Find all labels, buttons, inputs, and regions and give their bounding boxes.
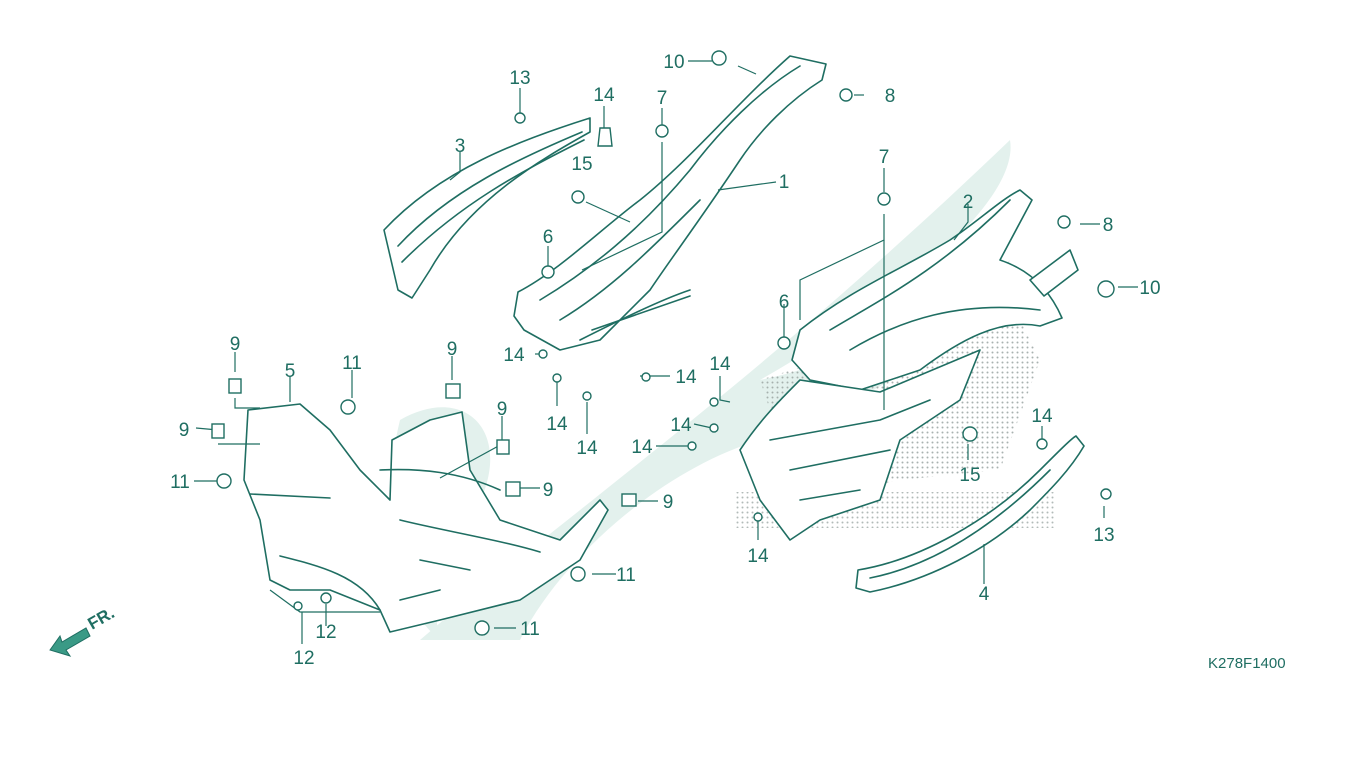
- screw-14-icon: [709, 423, 719, 433]
- callout-14: 14: [631, 437, 653, 458]
- nut-9-icon: [228, 378, 242, 394]
- callout-12: 12: [293, 648, 314, 669]
- bolt-11-icon: [570, 566, 586, 582]
- front-direction-label: FR.: [85, 603, 118, 633]
- callout-4: 4: [979, 584, 990, 605]
- clip-7-icon: [655, 124, 669, 138]
- callout-14: 14: [503, 345, 525, 366]
- part-1-floor-side-cover-left: [513, 55, 827, 351]
- callout-14: 14: [709, 354, 731, 375]
- front-direction-arrow-icon: [49, 627, 91, 657]
- callout-8: 8: [1103, 215, 1114, 236]
- bolt-10-icon: [1097, 280, 1115, 298]
- screw-14-icon: [709, 397, 719, 407]
- leader-lines: [194, 60, 1138, 644]
- floor-tray: [739, 349, 981, 541]
- callout-5: 5: [285, 361, 296, 382]
- callout-7: 7: [879, 147, 890, 168]
- screw-14-icon: [552, 373, 562, 383]
- callout-9: 9: [663, 492, 674, 513]
- callout-2: 2: [963, 192, 974, 213]
- clip-8-icon: [839, 88, 853, 102]
- part-2-floor-side-cover-right: [791, 189, 1079, 391]
- screw-14-icon: [687, 441, 697, 451]
- screw-14-icon: [1036, 438, 1048, 450]
- callout-6: 6: [543, 227, 554, 248]
- screw-12-icon: [293, 601, 303, 611]
- callout-11: 11: [170, 472, 190, 493]
- nut-9-icon: [211, 423, 225, 439]
- screw-14-icon: [753, 512, 763, 522]
- callout-1: 1: [779, 172, 790, 193]
- callout-3: 3: [455, 136, 466, 157]
- callout-12: 12: [315, 622, 336, 643]
- part-5-front-lower-cover: [243, 403, 609, 633]
- callout-15: 15: [959, 465, 980, 486]
- fasteners: [211, 50, 1115, 636]
- callout-11: 11: [616, 565, 636, 586]
- callout-13: 13: [1093, 525, 1114, 546]
- callout-14: 14: [670, 415, 692, 436]
- bolt-11-icon: [216, 473, 232, 489]
- callout-15: 15: [571, 154, 592, 175]
- callout-10: 10: [1139, 278, 1160, 299]
- callout-7: 7: [657, 88, 668, 109]
- callout-13: 13: [509, 68, 530, 89]
- nut-9-icon: [445, 383, 461, 399]
- bolt-15-icon: [962, 426, 978, 442]
- callout-14: 14: [1031, 406, 1053, 427]
- screw-14-icon: [641, 372, 651, 382]
- callout-14: 14: [593, 85, 615, 106]
- part-3-side-strip: [383, 117, 591, 299]
- callout-14: 14: [747, 546, 769, 567]
- bolt-10-icon: [711, 50, 727, 66]
- callout-11: 11: [520, 619, 540, 640]
- bolt-15-icon: [571, 190, 585, 204]
- screw-12-icon: [320, 592, 332, 604]
- screw-13-icon: [1100, 488, 1112, 500]
- callout-9: 9: [543, 480, 554, 501]
- nut-9-icon: [496, 439, 510, 455]
- callout-8: 8: [885, 86, 896, 107]
- clip-8-icon: [1057, 215, 1071, 229]
- bolt-11-icon: [340, 399, 356, 415]
- clip-7-icon: [877, 192, 891, 206]
- callout-9: 9: [447, 339, 458, 360]
- screw-13-icon: [514, 112, 526, 124]
- clip-14-icon: [597, 127, 613, 147]
- part-4-lower-rail: [855, 435, 1085, 593]
- nut-9-icon: [621, 493, 637, 507]
- callout-14: 14: [546, 414, 568, 435]
- callout-9: 9: [230, 334, 241, 355]
- clip-6-icon: [541, 265, 555, 279]
- callout-11: 11: [342, 353, 362, 374]
- bolt-11-icon: [474, 620, 490, 636]
- callout-9: 9: [497, 399, 508, 420]
- callout-14: 14: [675, 367, 697, 388]
- callout-10: 10: [663, 52, 684, 73]
- clip-6-icon: [777, 336, 791, 350]
- screw-14-icon: [582, 391, 592, 401]
- nut-9-icon: [505, 481, 521, 497]
- callout-14: 14: [576, 438, 598, 459]
- drawing-code: K278F1400: [1208, 655, 1286, 672]
- screw-14-icon: [538, 349, 548, 359]
- callout-9: 9: [179, 420, 190, 441]
- callout-6: 6: [779, 292, 790, 313]
